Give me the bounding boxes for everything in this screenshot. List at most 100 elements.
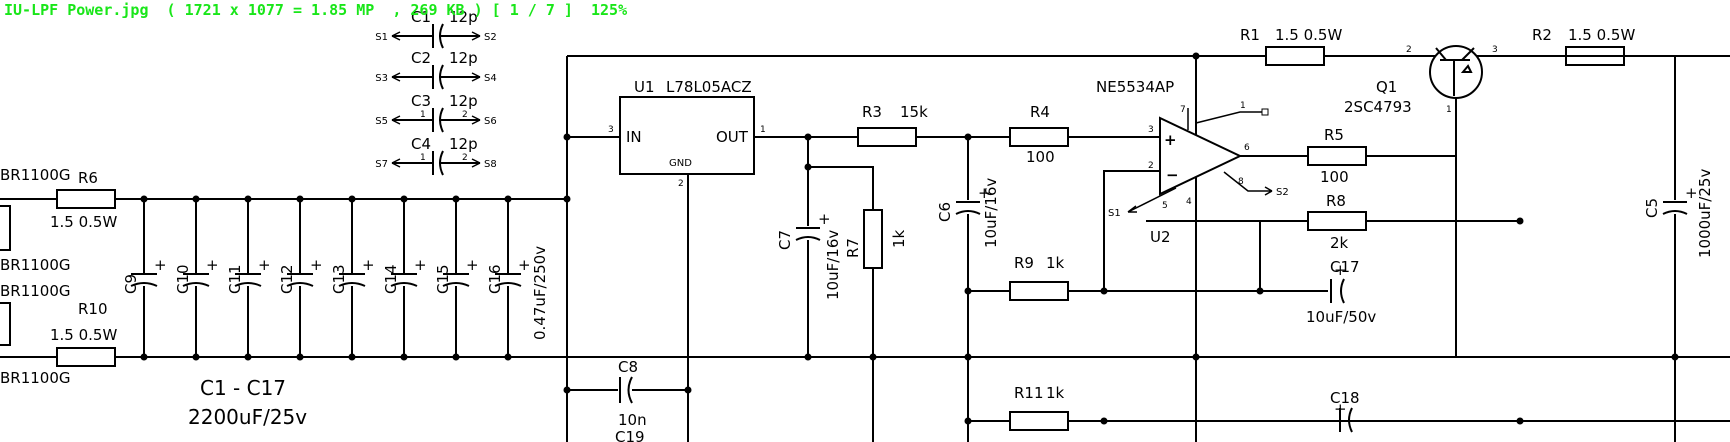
resistor-value: 1k — [1046, 384, 1065, 402]
cap-value: 12p — [449, 135, 478, 153]
pin-number: 6 — [1244, 143, 1250, 153]
regulator-value: L78L05ACZ — [666, 78, 752, 96]
resistor-value: 100 — [1026, 148, 1055, 166]
pin-number: 8 — [1238, 177, 1244, 187]
cap-ref: C6 — [936, 202, 954, 222]
cap-c5: + C5 1000uF/25v — [1643, 169, 1714, 258]
cap-value: 12p — [449, 92, 478, 110]
cap-c7: + C7 10uF/16v — [776, 210, 842, 300]
cap-c17: + C17 10uF/50v — [1306, 258, 1376, 326]
cap-c18: C18 + — [1330, 389, 1360, 433]
cap-ref: C3 — [411, 92, 431, 110]
pin-number: 1 — [1240, 101, 1246, 111]
resistor-r11: R11 1k — [1009, 384, 1069, 431]
pin-number: 1 — [1446, 105, 1452, 115]
net-label-left: S3 — [375, 73, 388, 84]
resistor-ref: R2 — [1532, 26, 1552, 44]
pin-number: 2 — [1406, 45, 1412, 55]
resistor-ref: R1 — [1240, 26, 1260, 44]
transistor-value: 2SC4793 — [1344, 98, 1412, 116]
cap-c6: + C6 10uF/16v — [936, 178, 1000, 248]
net-label-left: S1 — [375, 32, 388, 43]
cap-polarity-plus: + — [258, 256, 271, 274]
cap-ref: C15 — [434, 264, 452, 294]
pin-number: 7 — [1180, 105, 1186, 115]
resistor-value: 1.5 0.5W — [1275, 26, 1342, 44]
cap-c1: S1 S2 C1 12p — [375, 8, 497, 49]
pin-out-label: OUT — [716, 128, 749, 146]
opamp-plus-sign: + — [1164, 131, 1177, 149]
resistor-ref: R10 — [78, 300, 108, 318]
connector-label: BR1100G — [0, 369, 71, 387]
resistor-r5: R5 100 — [1307, 126, 1367, 186]
resistor-r2: R2 1.5 0.5W — [1532, 26, 1635, 66]
cap-bank-c16: +C16 — [486, 199, 531, 357]
connector-label: BR1100G — [0, 166, 71, 184]
cap-ref: C16 — [486, 264, 504, 294]
net-label: S2 — [1276, 187, 1289, 198]
pin-gnd-label: GND — [669, 158, 692, 169]
cap-bank-c15: + C15 — [434, 199, 479, 357]
cap-ref: C5 — [1643, 198, 1661, 218]
cap-ref: C9 — [122, 274, 140, 294]
cap-polarity-plus: + — [414, 256, 427, 274]
cap-ref: C8 — [618, 358, 638, 376]
cap-ref: C2 — [411, 49, 431, 67]
resistor-r10: R10 1.5 0.5W — [50, 300, 117, 367]
resistor-value: 1.5 0.5W — [50, 213, 117, 231]
regulator-ref: U1 — [634, 78, 655, 96]
pin-number: 3 — [1148, 125, 1154, 135]
cap-value: 10uF/16v — [824, 230, 842, 300]
pin-number: 2 — [1148, 161, 1154, 171]
resistor-value: 100 — [1320, 168, 1349, 186]
cap-polarity-plus: + — [1334, 400, 1347, 418]
junction-dots — [140, 52, 1679, 425]
opamp-ref: U2 — [1150, 228, 1171, 246]
resistor-value: 1k — [890, 229, 908, 248]
pin-number: 2 — [462, 153, 468, 163]
cap-ref: C17 — [1330, 258, 1360, 276]
cap-ref: C10 — [174, 264, 192, 294]
cap-polarity-plus: + — [466, 256, 479, 274]
cap-polarity-plus: + — [310, 256, 323, 274]
resistor-ref: R6 — [78, 169, 98, 187]
pin-number: 2 — [462, 110, 468, 120]
cap-bank-c10: + C10 — [174, 199, 219, 357]
cap-polarity-plus: + — [978, 184, 991, 202]
cap-polarity-plus: + — [206, 256, 219, 274]
cap-ref: C14 — [382, 264, 400, 294]
cap-ref: C13 — [330, 264, 348, 294]
resistor-ref: R3 — [862, 103, 882, 121]
resistor-value: 1.5 0.5W — [1568, 26, 1635, 44]
cap-bank-c12: +C12 — [278, 199, 323, 357]
pin-in-label: IN — [626, 128, 642, 146]
cap-ref: C18 — [1330, 389, 1360, 407]
net-label: S1 — [1108, 208, 1121, 219]
bank-note-line1: C1 - C17 — [200, 376, 286, 400]
pin-number: 2 — [678, 179, 684, 189]
cap-ref-c19: C19 — [615, 428, 645, 442]
net-label-left: S5 — [375, 116, 388, 127]
resistor-ref: R4 — [1030, 103, 1050, 121]
cap-value: 12p — [449, 49, 478, 67]
resistor-ref: R9 — [1014, 254, 1034, 272]
cap-ref: C7 — [776, 230, 794, 250]
viewer-status-line: IU-LPF Power.jpg ( 1721 x 1077 = 1.85 MP… — [4, 1, 628, 19]
pin-number: 5 — [1162, 201, 1168, 211]
cap-polarity-plus: + — [362, 256, 375, 274]
pin-number: 1 — [760, 125, 766, 135]
transistor-ref: Q1 — [1376, 78, 1397, 96]
resistor-ref: R7 — [844, 238, 862, 258]
net-label-right: S8 — [484, 159, 497, 170]
connector-label: BR1100G — [0, 282, 71, 300]
cap-bank-c13: + C13 — [330, 199, 375, 357]
resistor-r7: R7 1k — [844, 209, 908, 269]
resistor-value: 2k — [1330, 234, 1349, 252]
resistor-ref: R11 — [1014, 384, 1044, 402]
pin-number: 4 — [1186, 197, 1192, 207]
cap-c8: C8 10n C19 — [615, 358, 647, 442]
opamp-u2: + − NE5534AP U2 3 2 6 7 1 4 S1 5 S2 8 — [1070, 78, 1289, 246]
capacitor-bank: +C9+C10+C11+C12+C13+C14+C15+C16 — [122, 199, 531, 357]
cap-ref: C11 — [226, 264, 244, 294]
